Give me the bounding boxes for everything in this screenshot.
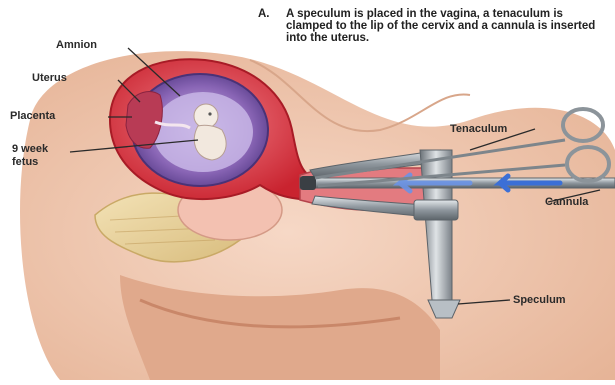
label-fetus-line2: fetus xyxy=(12,156,38,168)
label-amnion: Amnion xyxy=(56,39,97,51)
label-fetus-line1: 9 week xyxy=(12,143,48,155)
speculum-hinge xyxy=(414,200,458,220)
label-tenaculum: Tenaculum xyxy=(450,123,507,135)
step-caption: A.A speculum is placed in the vagina, a … xyxy=(258,8,608,44)
label-uterus: Uterus xyxy=(32,72,67,84)
label-cannula: Cannula xyxy=(545,196,588,208)
label-placenta: Placenta xyxy=(10,110,55,122)
label-speculum: Speculum xyxy=(513,294,566,306)
caption-step: A. xyxy=(258,8,286,20)
cannula-tip xyxy=(300,176,316,190)
caption-text: A speculum is placed in the vagina, a te… xyxy=(286,8,606,44)
